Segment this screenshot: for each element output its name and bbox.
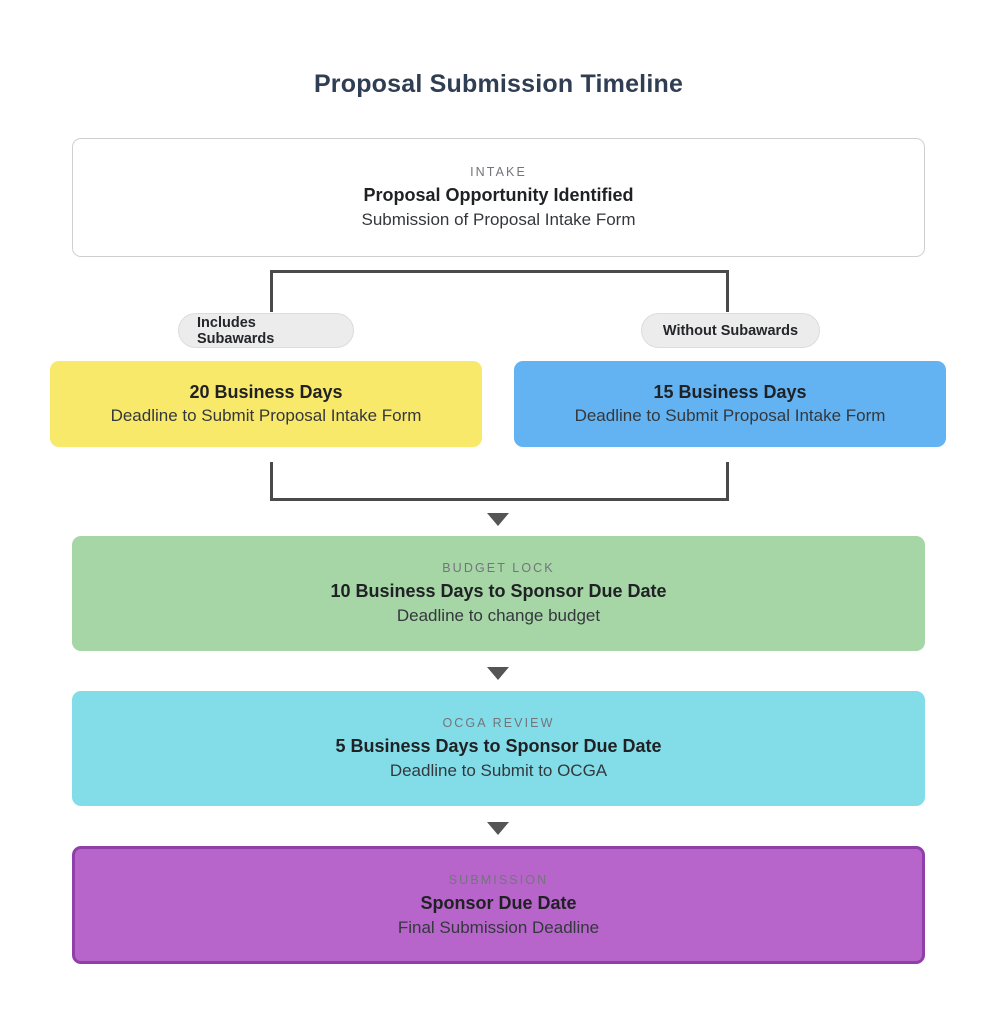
arrow-down-icon-to-submission (487, 822, 509, 835)
arrow-down-icon-to-budget-lock (487, 513, 509, 526)
stage-intake-title: Proposal Opportunity Identified (363, 185, 634, 205)
split-connector-horizontal (270, 270, 729, 273)
stage-submission-title: Sponsor Due Date (420, 892, 577, 913)
stage-budget-lock[interactable]: BUDGET LOCK 10 Business Days to Sponsor … (72, 536, 925, 651)
merge-connector-right-stub (726, 462, 729, 501)
stage-budget-lock-title: 10 Business Days to Sponsor Due Date (330, 581, 667, 601)
merge-connector-horizontal (270, 498, 729, 501)
stage-intake-kicker: INTAKE (470, 165, 527, 179)
stage-subawards-no-subtitle: Deadline to Submit Proposal Intake Form (574, 406, 886, 425)
stage-subawards-no-title: 15 Business Days (653, 382, 807, 402)
stage-ocga-review-kicker: OCGA REVIEW (442, 716, 555, 730)
arrow-down-icon-to-ocga-review (487, 667, 509, 680)
stage-ocga-review-title: 5 Business Days to Sponsor Due Date (335, 736, 662, 756)
stage-intake-subtitle: Submission of Proposal Intake Form (361, 210, 636, 229)
stage-intake[interactable]: INTAKE Proposal Opportunity Identified S… (72, 138, 925, 257)
stage-subawards-yes-subtitle: Deadline to Submit Proposal Intake Form (110, 406, 422, 425)
stage-budget-lock-kicker: BUDGET LOCK (442, 561, 555, 575)
split-connector-left-stub (270, 270, 273, 312)
page-title: Proposal Submission Timeline (313, 70, 684, 98)
stage-subawards-yes-title: 20 Business Days (189, 382, 343, 402)
stage-subawards-no[interactable]: 15 Business Days Deadline to Submit Prop… (514, 361, 946, 447)
stage-submission-kicker: SUBMISSION (448, 872, 549, 887)
merge-connector-left-stub (270, 462, 273, 501)
stage-budget-lock-subtitle: Deadline to change budget (396, 606, 601, 625)
branch-label-without-subawards[interactable]: Without Subawards (641, 313, 820, 348)
branch-label-includes-subawards[interactable]: Includes Subawards (178, 313, 354, 348)
stage-ocga-review[interactable]: OCGA REVIEW 5 Business Days to Sponsor D… (72, 691, 925, 806)
split-connector-right-stub (726, 270, 729, 312)
stage-submission-subtitle: Final Submission Deadline (397, 917, 600, 937)
stage-submission[interactable]: SUBMISSION Sponsor Due Date Final Submis… (72, 846, 925, 964)
stage-ocga-review-subtitle: Deadline to Submit to OCGA (389, 761, 608, 780)
stage-subawards-yes[interactable]: 20 Business Days Deadline to Submit Prop… (50, 361, 482, 447)
